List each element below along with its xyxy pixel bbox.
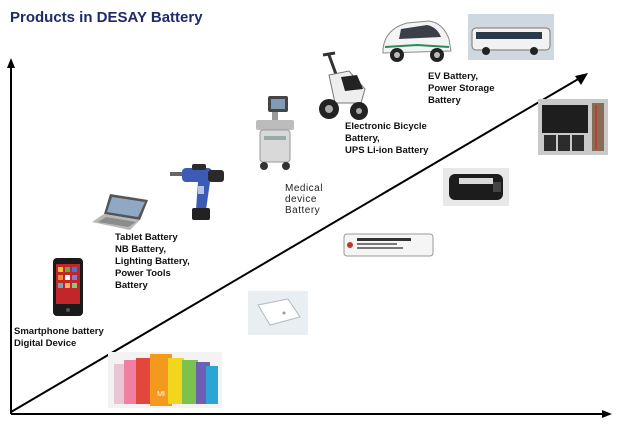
phone-battery-packs-image: MI: [108, 352, 222, 408]
label-medical: Medical device Battery: [285, 183, 323, 216]
laptop-image: [92, 194, 148, 230]
x-axis-arrowhead: [602, 410, 612, 418]
power-drill-image: [170, 164, 224, 220]
ultrasound-machine-image: [256, 96, 294, 170]
page-title: Products in DESAY Battery: [10, 9, 203, 26]
ups-battery-module-image: [443, 168, 509, 206]
y-axis-arrowhead: [7, 58, 15, 68]
trend-arrow: [10, 77, 581, 413]
label-ev: EV Battery, Power Storage Battery: [428, 71, 495, 106]
smartphone-image: [53, 258, 83, 316]
label-ebike: Electronic Bicycle Battery, UPS Li-ion B…: [345, 121, 429, 156]
power-bank-image: [248, 291, 308, 335]
medical-battery-pack-image: [343, 233, 434, 257]
scooter-image: [319, 51, 368, 120]
electric-car-image: [382, 20, 452, 62]
trend-arrowhead: [575, 73, 588, 85]
power-storage-cabinet-image: [538, 99, 608, 155]
electric-bus-image: [468, 14, 554, 60]
pack-brand-label: MI: [157, 391, 165, 398]
label-smartphone: Smartphone battery Digital Device: [14, 326, 104, 349]
label-tablet: Tablet Battery NB Battery, Lighting Batt…: [115, 232, 190, 291]
